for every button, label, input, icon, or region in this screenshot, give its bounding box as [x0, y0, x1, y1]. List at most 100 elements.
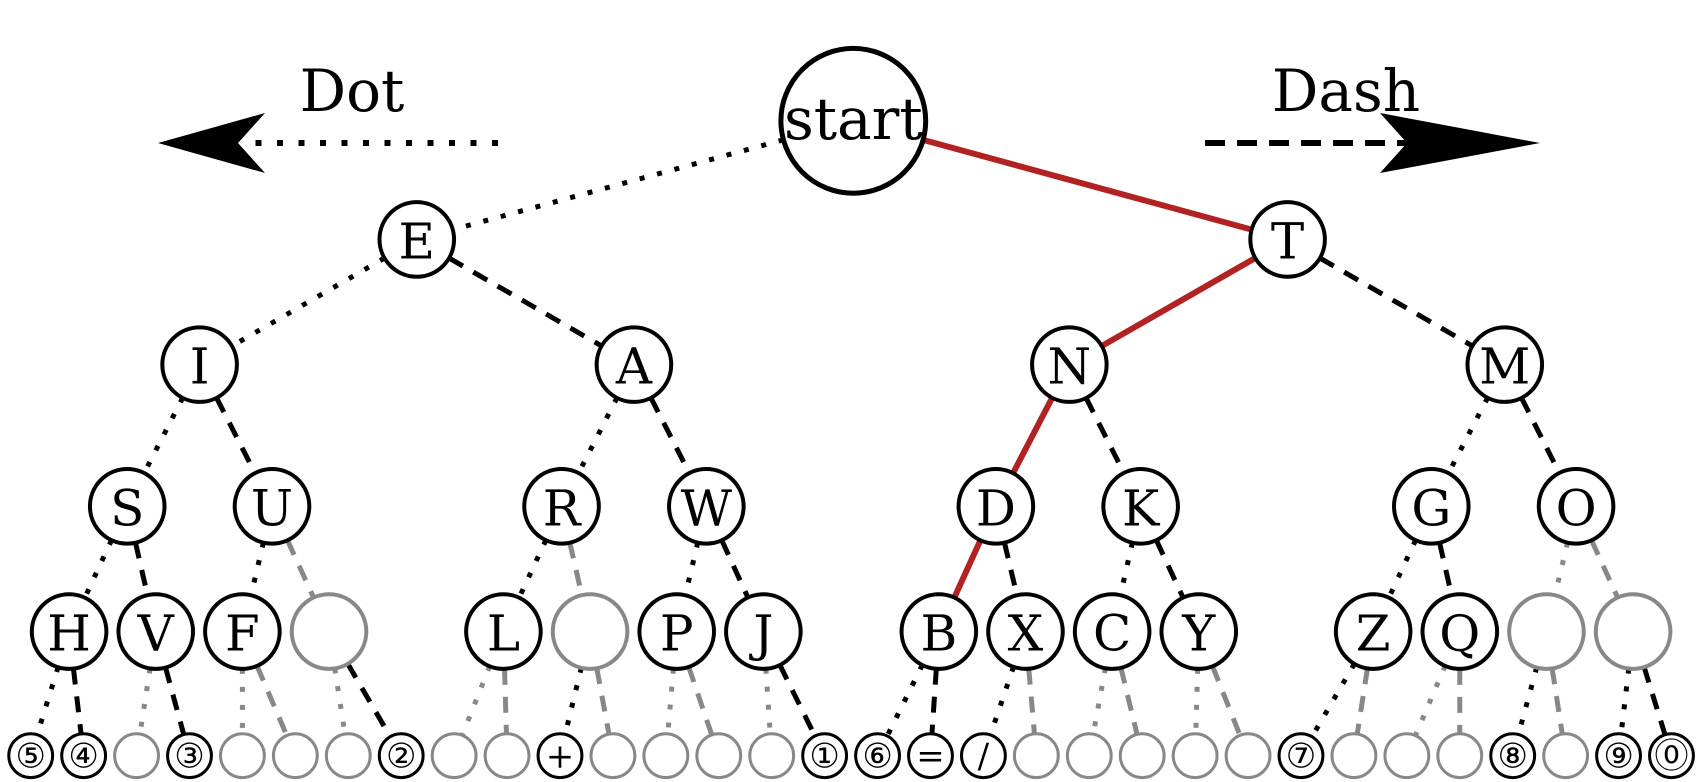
node-label: A [615, 338, 653, 396]
node-H[interactable]: H [29, 592, 109, 671]
node-circle [1536, 467, 1616, 546]
node-circle [724, 592, 803, 671]
node-circle [986, 592, 1065, 671]
node-empty[interactable] [483, 732, 531, 780]
node-empty[interactable] [1330, 732, 1378, 780]
node-⑤[interactable]: ⑤ [7, 732, 55, 780]
node-Z[interactable]: Z [1333, 592, 1413, 671]
edge-dot [1100, 255, 1257, 349]
edge-dot [82, 539, 114, 599]
node-empty[interactable] [1012, 732, 1060, 780]
node-⑦[interactable]: ⑦ [1277, 732, 1325, 780]
node-O[interactable]: O [1536, 467, 1616, 546]
node-empty[interactable] [289, 592, 369, 671]
node-label: H [47, 605, 91, 663]
node-empty[interactable] [1542, 732, 1590, 780]
node-circle [642, 732, 690, 780]
node-circle [324, 732, 372, 780]
edge-dash [567, 542, 585, 596]
node-⑥[interactable]: ⑥ [854, 732, 901, 780]
node-empty[interactable] [1507, 592, 1586, 671]
edge-dot [1309, 662, 1357, 738]
node-T[interactable]: T [1248, 200, 1327, 279]
node-circle [60, 732, 108, 780]
node-empty[interactable] [1383, 732, 1431, 780]
node-start[interactable]: start [778, 45, 929, 196]
node-empty[interactable] [1118, 732, 1166, 780]
node-=[interactable]: = [907, 732, 954, 780]
node-L[interactable]: L [464, 592, 543, 671]
node-empty[interactable] [695, 732, 743, 780]
node-empty[interactable] [113, 732, 161, 780]
node-empty[interactable] [748, 732, 796, 780]
edge-dot [141, 396, 185, 475]
node-S[interactable]: S [87, 467, 167, 546]
node-label: K [1122, 479, 1161, 537]
node-W[interactable]: W [667, 467, 746, 546]
node-circle [667, 467, 746, 546]
edge-dash [1589, 539, 1620, 599]
node-J[interactable]: J [724, 592, 803, 671]
node-circle [695, 732, 743, 780]
node-empty[interactable] [642, 732, 690, 780]
node-label: V [137, 605, 175, 663]
node-empty[interactable] [1171, 732, 1219, 780]
node-circle [1333, 592, 1413, 671]
node-A[interactable]: A [594, 325, 674, 404]
node-empty[interactable] [1436, 732, 1484, 780]
node-①[interactable]: ① [801, 732, 849, 780]
node-empty[interactable] [430, 732, 478, 780]
node-+[interactable]: + [536, 732, 584, 780]
node-label: ⑥ [862, 737, 892, 777]
node-empty[interactable] [1224, 732, 1272, 780]
node-F[interactable]: F [203, 592, 282, 671]
node-empty[interactable] [550, 592, 630, 671]
node-G[interactable]: G [1392, 467, 1471, 546]
node-D[interactable]: D [956, 467, 1036, 546]
node-P[interactable]: P [637, 592, 716, 671]
node-④[interactable]: ④ [60, 732, 108, 780]
node-label: Y [1181, 605, 1216, 663]
edge-dash [1354, 667, 1370, 735]
edge-dash [1154, 539, 1186, 599]
edge-dash [1083, 396, 1127, 475]
node-⑧[interactable]: ⑧ [1489, 732, 1537, 780]
node-label: ⑤ [15, 737, 45, 777]
start-node-label: start [784, 85, 923, 153]
node-circle [1330, 732, 1378, 780]
node-V[interactable]: V [116, 592, 196, 671]
node-N[interactable]: N [1030, 325, 1109, 404]
node-empty[interactable] [589, 732, 637, 780]
node-/[interactable]: / [959, 732, 1007, 780]
node-⓪[interactable]: ⓪ [1648, 732, 1695, 780]
node-empty[interactable] [218, 732, 266, 780]
node-label: T [1271, 212, 1304, 270]
node-circle [801, 732, 849, 780]
node-I[interactable]: I [160, 325, 239, 404]
edge-dot [516, 539, 549, 599]
node-U[interactable]: U [232, 467, 312, 546]
node-X[interactable]: X [986, 592, 1065, 671]
node-R[interactable]: R [522, 467, 601, 546]
node-circle [1012, 732, 1060, 780]
node-C[interactable]: C [1072, 592, 1152, 671]
node-empty[interactable] [1065, 732, 1113, 780]
node-Q[interactable]: Q [1420, 592, 1500, 671]
node-empty[interactable] [271, 732, 319, 780]
edge-dash [929, 668, 939, 734]
node-B[interactable]: B [899, 592, 979, 671]
node-empty[interactable] [1593, 592, 1673, 671]
node-circle [29, 592, 109, 671]
node-Y[interactable]: Y [1159, 592, 1239, 671]
node-M[interactable]: M [1465, 325, 1545, 404]
node-empty[interactable] [324, 732, 372, 780]
node-E[interactable]: E [377, 200, 457, 279]
node-③[interactable]: ③ [166, 732, 213, 780]
dot-arrowhead-icon [158, 113, 265, 173]
node-②[interactable]: ② [377, 732, 425, 780]
node-⑨[interactable]: ⑨ [1595, 732, 1642, 780]
node-K[interactable]: K [1101, 467, 1180, 546]
node-label: P [660, 605, 694, 663]
edge-dash [1118, 667, 1140, 735]
node-circle [907, 732, 954, 780]
